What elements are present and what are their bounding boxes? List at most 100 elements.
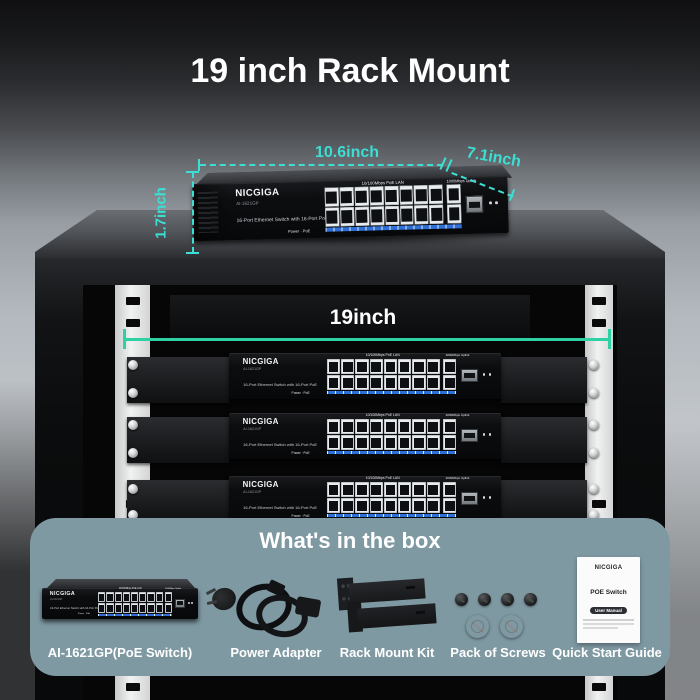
rail-mount-hole [592,319,606,327]
switch-model-label: AI-1621GP [243,490,262,495]
sfp-port [461,491,478,506]
rj45-port [355,418,369,434]
rj45-port [355,374,369,390]
rail-mount-hole [125,683,140,691]
rj45-port [426,497,440,513]
uplink-rj45-port [443,481,457,497]
rj45-port [326,481,341,497]
rack-screw [128,510,138,520]
bracket-plate [348,578,426,604]
mount-ear-left [127,357,229,403]
switch-desc-label: 16-Port Ethernet Switch with 16-Port PoE [243,381,318,387]
switch-desc-label: 16-Port Ethernet Switch with 16-Port PoE [236,216,329,225]
rj45-port [355,481,369,497]
led-legend-label: Power · PoE [291,513,310,518]
uplink-rj45-port [164,591,173,602]
switch-brand-label: NICGIGA [49,590,76,597]
rj45-port [98,602,106,613]
led-indicator [483,373,486,376]
mount-ear-right [501,480,587,522]
rj45-port [326,374,341,390]
box-item-rack-mount-kit [336,577,437,634]
guide-badge: User Manual [590,607,627,614]
rack-inner-shelf [170,295,530,341]
rj45-port [412,358,426,374]
sfp-port [465,195,484,214]
uplink-group-label: 1000Mbps Uplink [164,588,182,591]
rj45-port [383,481,398,497]
rj45-port [369,497,383,513]
rj45-port [354,206,370,226]
rj45-port [147,591,155,602]
rj45-port [369,374,383,390]
port-id-strip [326,514,457,518]
black-screw [501,593,514,606]
uplink-group-label: 1000Mbps Uplink [445,413,470,418]
rj45-port [139,591,147,602]
right-edge-shade [665,420,700,700]
uplink-group-label: 1000Mbps Uplink [445,353,470,358]
rj45-port [326,497,341,513]
rj45-port [122,591,131,602]
iec-connector [294,596,322,618]
rj45-port [412,434,426,450]
uplink-rj45-port [164,602,173,613]
switch-model-label: AI-1621GP [243,367,262,372]
rj45-port [426,481,440,497]
rj45-port [341,434,355,450]
mount-ear-right [501,357,587,403]
item-label-switch: AI-1621GP(PoE Switch) [47,645,193,660]
rj45-port [383,358,398,374]
ports-group-label: 10/100Mbps PoE LAN [365,476,400,481]
rack-screw [589,484,599,494]
rj45-port-grid [326,358,440,390]
rj45-port [383,497,398,513]
rj45-port [426,374,440,390]
rj45-port [426,418,440,434]
rj45-port [341,418,355,434]
height-dim-line [192,172,194,253]
mount-ear-left [127,480,229,522]
item-label-power-adapter: Power Adapter [230,645,322,660]
rj45-port [369,434,383,450]
item-label-guide: Quick Start Guide [552,645,662,660]
rj45-port [326,418,341,434]
guide-text-line [583,627,618,629]
rail-mount-hole [592,500,606,508]
rj45-port [412,497,426,513]
switch-desc-label: 16-Port Ethernet Switch with 16-Port PoE [50,607,100,611]
ports-group-label: 10/100Mbps PoE LAN [365,353,400,358]
rj45-port [369,186,384,206]
rj45-port [429,204,444,224]
rj45-port-grid [98,591,163,613]
item-label-rack-kit: Rack Mount Kit [339,645,435,660]
led-legend-label: Power · PoE [77,613,90,616]
rj45-port [355,358,369,374]
rj45-port [384,185,399,205]
rj45-port [398,497,412,513]
width-dimension-label: 10.6inch [314,144,380,161]
rj45-port [399,185,414,205]
black-screw [524,593,537,606]
rj45-port [398,358,412,374]
switch-desc-label: 16-Port Ethernet Switch with 16-Port PoE [243,504,318,510]
rj45-port [383,434,398,450]
dim-tick [186,171,199,173]
uplink-port-column [443,418,457,450]
switch-brand-label: NICGIGA [242,480,279,490]
switch-brand-label: NICGIGA [242,417,279,427]
rj45-port [412,374,426,390]
rj45-port-grid [326,481,440,513]
rj45-port [326,358,341,374]
box-panel-title: What's in the box [259,528,441,553]
rj45-port [426,358,440,374]
rj45-port [324,187,339,207]
guide-title: POE Switch [590,589,627,596]
